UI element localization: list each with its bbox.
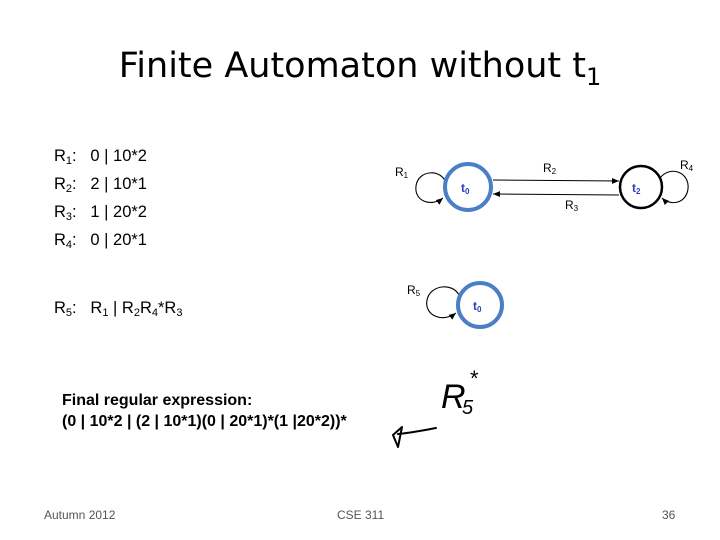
- rule-colon: :: [72, 147, 91, 165]
- rule-r1: R1: 0 | 10*2: [54, 145, 147, 173]
- state-t2-label: t2: [632, 181, 641, 196]
- annotation-letter: R: [441, 378, 466, 416]
- r5-term-3-sub: 4: [151, 307, 158, 319]
- annotation-arrow-curve: [397, 427, 437, 435]
- r5-term-4-sub: 3: [176, 307, 183, 319]
- footer-page-number: 36: [662, 508, 676, 522]
- rule-colon: :: [72, 231, 91, 249]
- rule-r4: R4: 0 | 20*1: [54, 229, 147, 257]
- footer-left: Autumn 2012: [44, 508, 116, 522]
- rule-colon: :: [72, 175, 91, 193]
- r5-term-2: R: [121, 299, 134, 317]
- slide-title-text: Finite Automaton without t: [118, 46, 586, 86]
- self-loop-r4: [659, 170, 689, 206]
- rule-expression: 1 | 20*2: [90, 203, 147, 221]
- rule-name: R: [54, 231, 66, 249]
- handwritten-annotation: R 5 *: [392, 366, 479, 448]
- rule-colon: :: [72, 299, 91, 317]
- rule-subscript: 5: [65, 307, 73, 319]
- rule-expression: 0 | 20*1: [90, 231, 147, 249]
- state-t0-label: t0: [461, 181, 470, 196]
- rule-subscript: 2: [65, 183, 73, 195]
- label-r3: R3: [565, 198, 579, 213]
- rule-subscript: 3: [65, 211, 73, 223]
- rule-subscript: 1: [65, 155, 73, 167]
- label-r5: R5: [407, 283, 421, 298]
- transition-r3: [492, 191, 620, 198]
- diagram-t0-only: R5 t0: [407, 281, 504, 329]
- self-loop-r1: [415, 172, 447, 205]
- rule-name: R: [54, 203, 66, 221]
- annotation-arrow-head: [392, 426, 403, 448]
- label-r2: R2: [543, 161, 557, 176]
- r5-term-2-sub: 2: [133, 307, 140, 319]
- footer-center: CSE 311: [337, 508, 385, 522]
- final-expression: (0 | 10*2 | (2 | 10*1)(0 | 20*1)*(1 |20*…: [62, 413, 347, 430]
- slide-title-subscript: 1: [586, 63, 602, 91]
- annotation-star: *: [470, 366, 479, 391]
- r5-term-4: *R: [158, 299, 177, 317]
- rule-expression: 0 | 10*2: [90, 147, 147, 165]
- state-t0-ring[interactable]: [443, 162, 493, 212]
- rule-subscript: 4: [65, 239, 73, 251]
- rule-r5: R5: R1 | R2R4*R3: [54, 297, 182, 325]
- r5-separator: |: [108, 299, 122, 317]
- label-r4: R4: [680, 158, 694, 173]
- self-loop-r5: [426, 286, 460, 320]
- r5-term-1: R: [90, 299, 103, 317]
- rule-name: R: [54, 299, 66, 317]
- rule-name: R: [54, 175, 66, 193]
- state-t0-ring-2[interactable]: [456, 281, 504, 329]
- rule-expression: 2 | 10*1: [90, 175, 147, 193]
- label-r1: R1: [395, 165, 409, 180]
- rule-name: R: [54, 147, 66, 165]
- state-t2-ring[interactable]: [618, 164, 664, 210]
- rule-r3: R3: 1 | 20*2: [54, 201, 147, 229]
- final-expression-block: Final regular expression: (0 | 10*2 | (2…: [62, 390, 347, 432]
- annotation-sub: 5: [462, 397, 474, 419]
- diagram-t0-t2: t0 R1 R2 R3 t2 R4: [395, 158, 694, 213]
- r5-term-3: R: [139, 299, 152, 317]
- transition-r2: [492, 177, 620, 184]
- rule-r2: R2: 2 | 10*1: [54, 173, 147, 201]
- slide-title: Finite Automaton without t1: [0, 46, 720, 91]
- rules-list: R1: 0 | 10*2 R2: 2 | 10*1 R3: 1 | 20*2 R…: [54, 145, 147, 257]
- state-t0-label-2: t0: [473, 299, 482, 314]
- final-heading: Final regular expression:: [62, 392, 253, 409]
- r5-term-1-sub: 1: [102, 307, 109, 319]
- rule-colon: :: [72, 203, 91, 221]
